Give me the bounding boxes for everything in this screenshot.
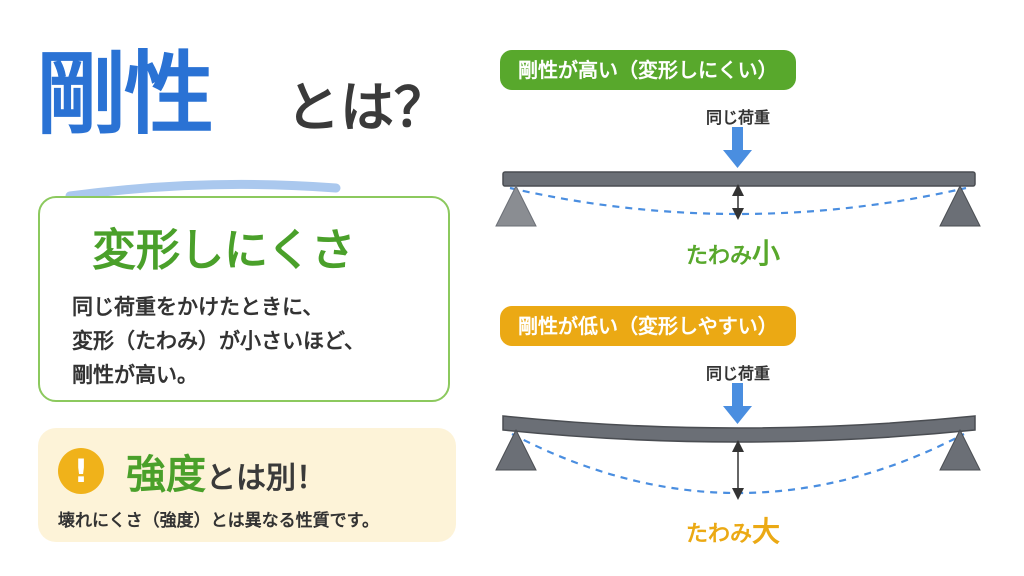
high-deflection-prefix: たわみ <box>686 244 753 269</box>
note-heading-rest: とは別！ <box>206 461 326 496</box>
low-deflection-prefix: たわみ <box>686 522 753 547</box>
definition-body: 同じ荷重をかけたときに、 変形（たわみ）が小さいほど、 剛性が高い。 <box>72 290 442 392</box>
high-deflection-label: たわみ小 <box>686 232 780 272</box>
low-left-support-icon <box>495 428 537 471</box>
title-sub: とは？ <box>286 76 448 139</box>
high-load-arrow <box>723 127 752 168</box>
low-beam <box>502 415 976 443</box>
definition-line-3: 剛性が高い。 <box>72 363 198 387</box>
high-load-label: 同じ荷重 <box>706 108 771 127</box>
note-heading: 強度とは別！ <box>126 442 326 500</box>
title-main: 剛性 <box>36 42 214 147</box>
definition-box: 変形しにくさ 同じ荷重をかけたときに、 変形（たわみ）が小さいほど、 剛性が高い… <box>38 196 450 402</box>
title-underline <box>65 179 341 201</box>
high-left-support-icon <box>495 184 537 227</box>
high-beam <box>502 171 976 187</box>
definition-line-1: 同じ荷重をかけたときに、 <box>72 295 324 319</box>
low-deflection-size: 大 <box>752 515 781 548</box>
low-load-arrow <box>723 383 752 424</box>
definition-line-2: 変形（たわみ）が小さいほど、 <box>72 329 365 353</box>
high-deflection-size: 小 <box>752 237 781 270</box>
note-box: ! 強度とは別！ 壊れにくさ（強度）とは異なる性質です。 <box>38 428 456 542</box>
high-right-support-icon <box>939 184 981 227</box>
low-stiffness-diagram <box>495 383 981 500</box>
warning-exclamation-icon: ! <box>58 448 104 494</box>
note-body: 壊れにくさ（強度）とは異なる性質です。 <box>58 511 379 531</box>
definition-heading: 変形しにくさ <box>92 225 356 276</box>
high-deflection-curve <box>509 186 967 216</box>
low-right-support-icon <box>939 428 981 471</box>
note-heading-emphasis: 強度 <box>126 452 206 498</box>
low-stiffness-label: 剛性が低い（変形しやすい） <box>500 306 796 346</box>
high-stiffness-label: 剛性が高い（変形しにくい） <box>500 50 796 90</box>
low-deflection-label: たわみ大 <box>686 510 780 550</box>
low-deflection-curve <box>511 433 965 494</box>
high-stiffness-diagram <box>495 127 981 227</box>
low-load-label: 同じ荷重 <box>706 364 771 383</box>
